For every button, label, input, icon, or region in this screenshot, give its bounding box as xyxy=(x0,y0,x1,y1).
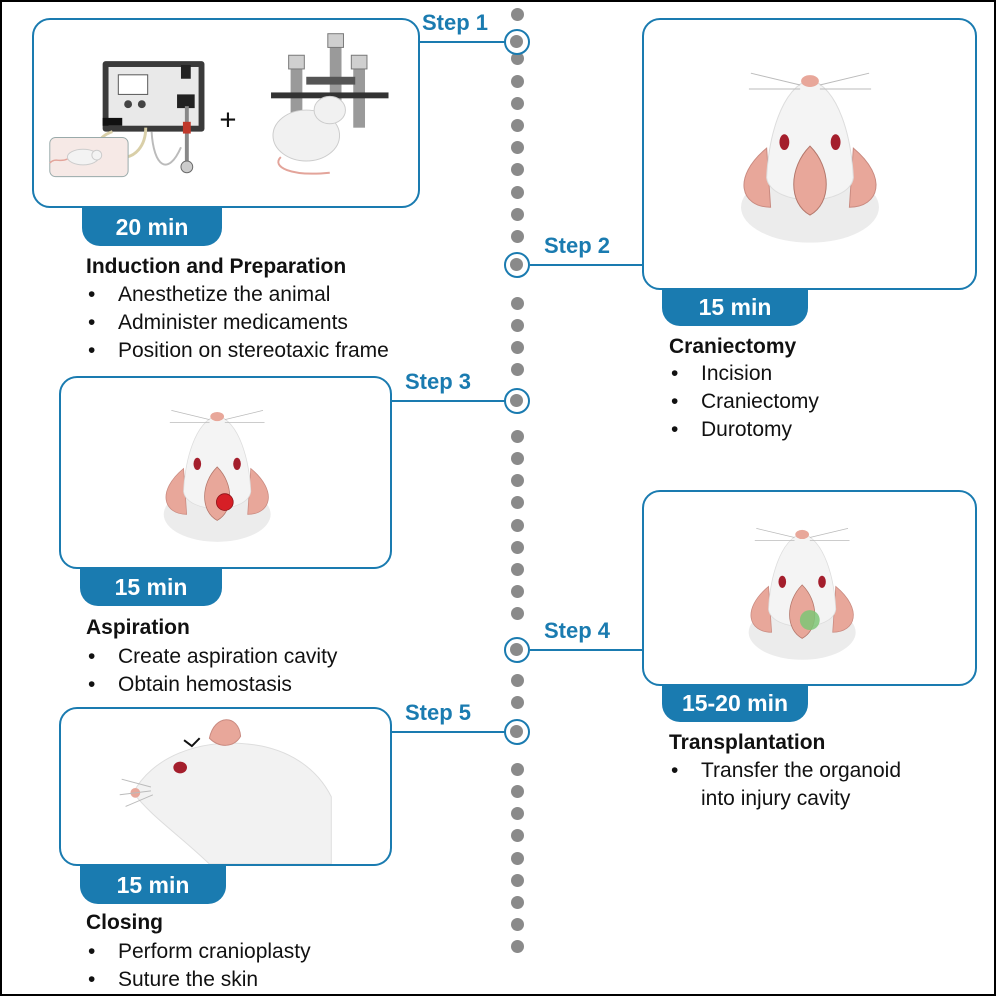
step3-node xyxy=(504,388,530,414)
timeline-dot xyxy=(511,429,524,443)
list-item: Create aspiration cavity xyxy=(86,643,337,671)
list-item: Anesthetize the animal xyxy=(86,281,389,309)
timeline-dot xyxy=(511,363,524,377)
step1-label: Step 1 xyxy=(422,10,489,35)
step5-panel xyxy=(59,707,392,866)
step1-time-badge: 20 min xyxy=(82,208,222,246)
list-item: Obtain hemostasis xyxy=(86,671,337,699)
anesthesia-machine-icon xyxy=(102,61,205,174)
step3-time-badge: 15 min xyxy=(80,568,222,606)
stereotaxic-frame-icon xyxy=(271,33,389,128)
timeline-dot xyxy=(511,296,524,310)
step5-label: Step 5 xyxy=(405,700,472,725)
list-item: Transfer the organoid xyxy=(669,757,901,785)
timeline-dot xyxy=(511,696,524,710)
list-item: Suture the skin xyxy=(86,966,311,994)
step2-time-badge: 15 min xyxy=(662,288,808,326)
step3-label: Step 3 xyxy=(405,369,472,394)
timeline-dot xyxy=(511,341,524,354)
step4-panel xyxy=(642,490,977,686)
timeline-dot xyxy=(511,141,524,155)
list-item: Perform cranioplasty xyxy=(86,938,311,966)
timeline-dot xyxy=(511,496,524,510)
step3-list: Create aspiration cavity Obtain hemostas… xyxy=(86,643,337,699)
timeline-dot xyxy=(511,119,524,132)
timeline-dot xyxy=(511,674,524,687)
step2-title: Craniectomy xyxy=(669,335,797,358)
timeline-dot xyxy=(511,8,524,21)
step2-panel xyxy=(642,18,977,290)
timeline-dot xyxy=(511,563,524,576)
step2-connector xyxy=(530,264,642,266)
timeline-dot xyxy=(511,585,524,599)
step5-connector xyxy=(392,731,506,733)
step1-list: Anesthetize the animal Administer medica… xyxy=(86,281,389,365)
timeline-dot xyxy=(511,185,524,199)
timeline-dot xyxy=(511,96,524,110)
step3-panel xyxy=(59,376,392,569)
list-item: Position on stereotaxic frame xyxy=(86,337,389,365)
step2-node xyxy=(504,252,530,278)
rat-head-icon xyxy=(748,527,856,660)
step2-label: Step 2 xyxy=(544,233,611,258)
list-item: Incision xyxy=(669,360,819,388)
rat-head-icon xyxy=(741,72,879,243)
anesthesia-setup-illustration: + xyxy=(49,33,389,178)
timeline-dot xyxy=(511,518,524,532)
timeline-dot xyxy=(511,318,524,332)
step5-list: Perform cranioplasty Suture the skin xyxy=(86,938,311,994)
timeline-dot xyxy=(511,207,524,221)
list-item-continuation: into injury cavity xyxy=(701,787,851,810)
step4-list: Transfer the organoid into injury cavity xyxy=(669,757,901,813)
step3-title: Aspiration xyxy=(86,616,190,639)
timeline-dot xyxy=(511,52,524,66)
timeline-dot xyxy=(511,940,524,954)
timeline-dot xyxy=(511,896,524,909)
step4-title: Transplantation xyxy=(669,731,826,754)
timeline-dot xyxy=(511,607,524,621)
timeline-dot xyxy=(511,807,524,821)
timeline-dot xyxy=(511,918,524,932)
list-item: Administer medicaments xyxy=(86,309,389,337)
step3-connector xyxy=(392,400,506,402)
step1-node xyxy=(504,29,530,55)
timeline-dot xyxy=(511,851,524,865)
step5-time-badge: 15 min xyxy=(80,866,226,904)
rat-side-icon xyxy=(119,719,332,864)
timeline-dot xyxy=(511,540,524,554)
plus-sign: + xyxy=(219,104,236,137)
timeline-dot xyxy=(511,452,524,465)
step4-connector xyxy=(530,649,642,651)
list-item: Craniectomy xyxy=(669,388,819,416)
step4-node xyxy=(504,637,530,663)
rat-head-icon xyxy=(163,410,271,542)
step4-time-badge: 15-20 min xyxy=(662,684,808,722)
step1-connector xyxy=(420,41,506,43)
step2-list: Incision Craniectomy Durotomy xyxy=(669,360,819,444)
timeline-dot xyxy=(511,474,524,488)
timeline-dot xyxy=(511,785,524,798)
step5-title: Closing xyxy=(86,911,163,934)
step5-node xyxy=(504,719,530,745)
timeline-dot xyxy=(511,163,524,177)
timeline-dot xyxy=(511,74,524,88)
timeline-dot xyxy=(511,829,524,843)
timeline-dot xyxy=(511,762,524,776)
timeline-dot xyxy=(511,230,524,243)
step1-title: Induction and Preparation xyxy=(86,255,347,278)
step1-panel: + xyxy=(32,18,420,208)
step4-label: Step 4 xyxy=(544,618,611,643)
list-item: Durotomy xyxy=(669,416,819,444)
timeline-dot xyxy=(511,873,524,887)
